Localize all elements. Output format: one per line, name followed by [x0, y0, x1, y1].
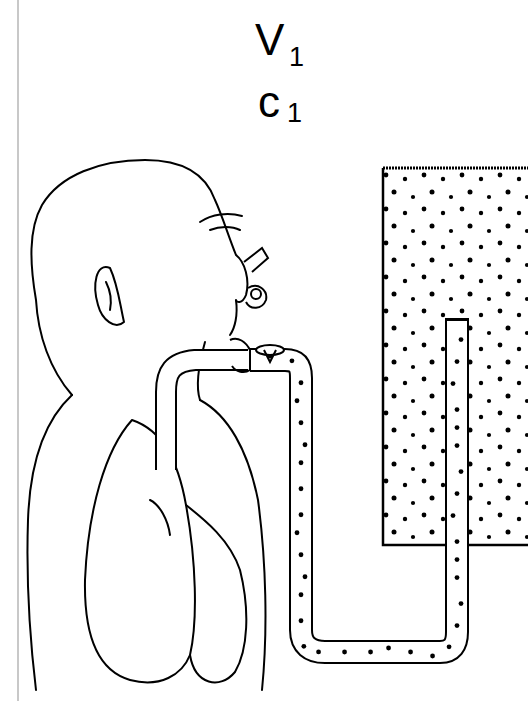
gas-dot: [455, 575, 460, 580]
gas-dot: [455, 623, 460, 628]
gas-dot: [342, 650, 347, 655]
gas-dot: [299, 592, 304, 597]
mouthpiece-valve: [230, 339, 284, 372]
gas-dot: [408, 650, 413, 655]
gas-dot: [295, 530, 300, 535]
gas-dot: [447, 644, 452, 649]
gas-dot: [299, 552, 304, 557]
gas-dot: [299, 380, 304, 385]
gas-dot: [299, 512, 304, 517]
margin-line: [17, 0, 19, 701]
gas-dot: [386, 646, 391, 651]
gas-dot: [290, 358, 295, 363]
concentration-symbol: c: [258, 80, 280, 124]
gas-dot: [455, 425, 460, 430]
volume-symbol: V: [255, 18, 284, 62]
gas-dot: [455, 491, 460, 496]
gas-dot: [316, 650, 321, 655]
gas-dot: [455, 359, 460, 364]
airway: [166, 360, 248, 472]
gas-dot: [303, 574, 308, 579]
gas-dot: [455, 407, 460, 412]
gas-dot: [299, 486, 304, 491]
gas-dot: [299, 618, 304, 623]
gas-dot: [451, 381, 456, 386]
gas-dot: [299, 460, 304, 465]
gas-dot: [459, 337, 464, 342]
gas-dot: [455, 539, 460, 544]
subscript: 1: [287, 100, 302, 127]
gas-dot: [459, 469, 464, 474]
gas-dot: [368, 650, 373, 655]
gas-dot: [303, 442, 308, 447]
gas-dot: [459, 601, 464, 606]
gas-dot: [451, 513, 456, 518]
person-figure: [27, 160, 265, 690]
gas-dot: [295, 398, 300, 403]
nose-clip: [236, 248, 268, 308]
breathing-tube: [250, 318, 469, 658]
gas-dot: [301, 644, 306, 649]
subscript: 1: [289, 44, 304, 71]
gas-dot: [299, 420, 304, 425]
gas-dot: [430, 654, 435, 659]
gas-dot: [455, 443, 460, 448]
gas-dot: [455, 557, 460, 562]
